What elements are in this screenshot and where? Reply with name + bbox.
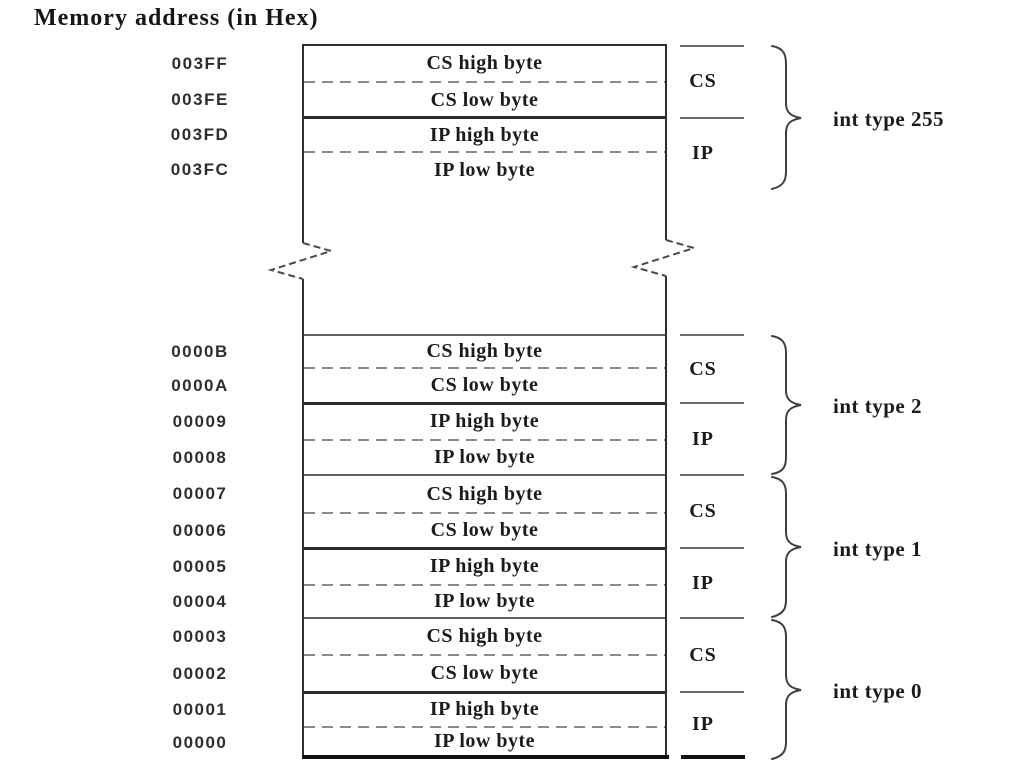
byte-row-label: CS high byte [426,625,543,647]
memory-address: 003FE [171,90,229,109]
memory-address: 00001 [172,699,228,719]
group-divider [304,474,665,476]
register-label: IP [692,712,714,735]
group-divider [304,334,665,336]
register-divider [680,334,744,336]
row-divider-dashed [304,584,665,586]
register-column-bottom-line [681,755,745,759]
register-divider [680,45,744,47]
register-label: IP [692,141,714,164]
row-divider-dashed [304,367,665,369]
box-bottom-border [302,755,669,759]
register-label: IP [692,571,714,594]
row-divider-dashed [304,512,665,514]
byte-row-label: CS low byte [430,88,539,111]
memory-address: 00002 [172,663,228,683]
byte-row-label: CS low byte [430,519,539,541]
byte-row-label: CS low byte [430,662,539,684]
memory-address: 003FC [170,160,230,179]
memory-address: 00004 [172,591,228,611]
diagram-title: Memory address (in Hex) [34,5,319,31]
register-label: CS [689,643,717,666]
byte-row-label: IP low byte [433,590,536,612]
register-label: IP [692,427,714,450]
memory-address: 003FF [171,53,229,73]
register-label: CS [689,70,717,92]
memory-address: 0000B [171,341,229,361]
register-label: CS [689,500,717,522]
box-left-edge-lower [302,279,304,758]
byte-row-label: IP high byte [429,410,540,432]
byte-row-label: CS high byte [426,482,543,505]
memory-address: 00005 [172,556,228,576]
break-zigzag-left [267,242,335,280]
cs-ip-divider [304,402,665,405]
byte-row-label: IP low byte [433,158,536,181]
group-label-int-type-0: int type 0 [833,678,922,703]
box-left-edge-upper [302,45,304,243]
memory-address: 003FD [170,125,230,144]
break-zigzag-right [630,239,698,277]
register-divider [680,547,744,549]
byte-row-label: IP high byte [429,555,540,577]
group-label-int-type-2: int type 2 [833,393,922,418]
byte-row-label: CS high byte [426,52,543,74]
row-divider-dashed [304,726,665,728]
cs-ip-divider [304,547,665,550]
brace-int-type-255 [771,45,802,190]
memory-address: 00006 [172,520,228,540]
cs-ip-divider [304,116,665,119]
row-divider-dashed [304,654,665,656]
byte-row-label: IP low byte [433,446,536,468]
byte-row-label: IP high byte [429,123,540,146]
cs-ip-divider [304,691,665,694]
register-divider [680,474,744,476]
byte-row-label: CS low byte [430,374,539,396]
register-divider [680,691,744,693]
group-label-int-type-1: int type 1 [833,536,922,561]
register-divider [680,117,744,119]
memory-address: 00009 [172,411,228,431]
memory-address: 00003 [172,626,228,646]
row-divider-dashed [304,151,665,153]
byte-row-label: IP high byte [429,698,540,720]
group-label-int-type-255: int type 255 [833,106,944,131]
memory-address: 00008 [172,447,228,467]
brace-int-type-2 [771,335,802,475]
register-divider [680,617,744,619]
brace-int-type-0 [771,619,802,760]
brace-int-type-1 [771,476,802,618]
register-divider [680,402,744,404]
group-divider [304,617,665,619]
register-label: CS [689,357,717,380]
byte-row-label: CS high byte [426,340,543,362]
box-right-edge-lower [665,276,667,758]
memory-address: 00000 [172,732,228,752]
box-top-border [302,44,667,46]
memory-address: 0000A [171,375,229,395]
memory-address: 00007 [172,484,228,503]
row-divider-dashed [304,439,665,441]
row-divider-dashed [304,81,665,83]
byte-row-label: IP low byte [433,730,536,752]
box-right-edge-upper [665,45,667,240]
